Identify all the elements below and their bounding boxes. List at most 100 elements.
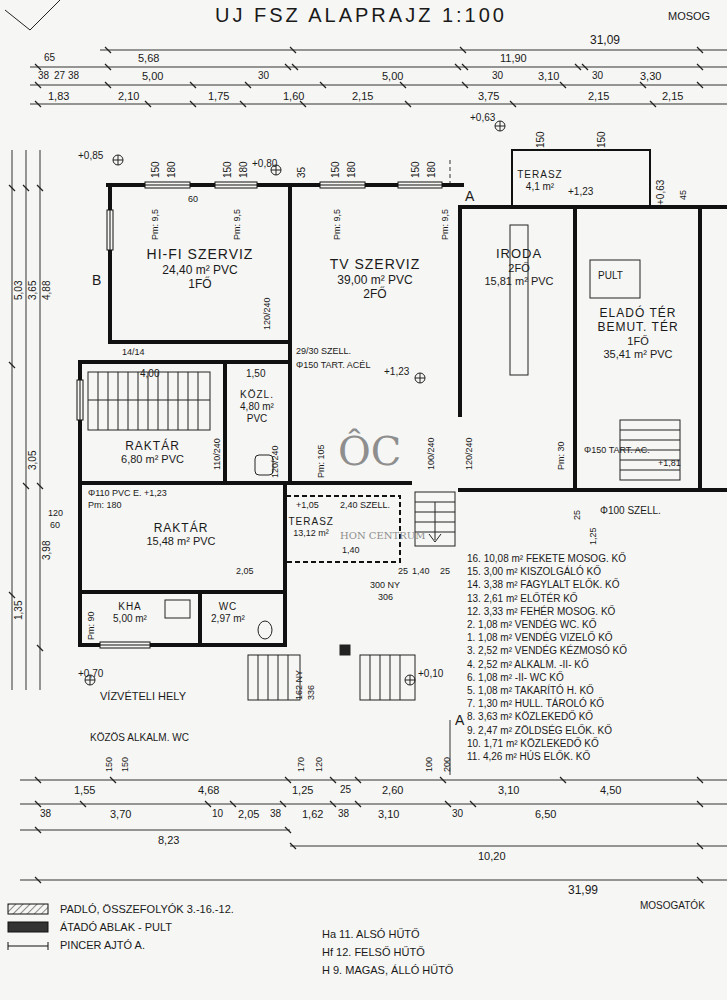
room-label: KHA5,00 m² [98, 600, 162, 626]
room-table-row: 9. 2,47 m² ZÖLDSÉG ELŐK. KŐ [467, 725, 612, 737]
room-data: 2FŐ [297, 287, 453, 301]
plan-annotation: 10 [212, 808, 223, 820]
room-table-row: 7. 1,30 m² HULL. TÁROLÓ KŐ [467, 698, 604, 710]
plan-annotation: 29/30 SZELL. [296, 346, 351, 356]
plan-annotation: 2,15 [352, 90, 373, 103]
plan-annotation: 3,10 [378, 808, 399, 821]
room-table-row: 5. 1,08 m² TAKARÍTÓ H. KŐ [467, 685, 594, 697]
room-table-row: 2. 1,08 m² VENDÉG WC. KŐ [467, 619, 596, 631]
plan-annotation: Pm: 30 [556, 441, 566, 470]
plan-annotation: +1,05 [296, 500, 319, 510]
plan-annotation: 300 NY [370, 580, 400, 590]
legend-entry: ÁTADÓ ABLAK - PULT [60, 921, 172, 934]
watermark: HON CENTRUM [340, 530, 425, 542]
plan-annotation: +0,10 [418, 668, 443, 680]
room-label: HI-FI SZERVIZ24,40 m² PVC1FŐ [115, 245, 285, 293]
room-name: TERASZ [517, 169, 563, 181]
plan-annotation: 100 [424, 757, 434, 772]
room-data: 24,40 m² PVC [117, 263, 283, 277]
plan-annotation: Φ110 PVC E. +1,23 [88, 488, 167, 498]
plan-annotation: +0,70 [78, 668, 103, 680]
room-table-row: 3. 2,52 m² VENDÉG KÉZMOSÓ KŐ [467, 645, 627, 657]
room-data: 13,12 m² [289, 528, 334, 539]
legend-text: PINCER AJTÓ A. [60, 939, 145, 951]
plan-annotation: +1,23 [384, 366, 409, 378]
plan-annotation: 180 [238, 161, 250, 178]
plan-annotation: 150 [150, 161, 162, 178]
room-table-row: 11. 4,26 m² HÚS ELŐK. KŐ [467, 751, 590, 763]
windows [77, 182, 442, 648]
plan-annotation: 1,50 [246, 368, 265, 380]
plan-annotation: 25 [398, 566, 408, 576]
plan-annotation: 162 NY [294, 670, 304, 700]
plan-annotation: Φ100 SZELL. [600, 505, 661, 517]
plan-annotation: +0,80 [252, 158, 277, 170]
plan-annotation: +0,63 [655, 180, 667, 205]
plan-annotation: 1,55 [74, 784, 95, 797]
plan-annotation: 1,75 [208, 90, 229, 103]
room-table-row: 4. 2,52 m² ALKALM. -II- KŐ [467, 659, 589, 671]
plan-annotation: +0,63 [470, 112, 495, 124]
plan-annotation: 6,50 [535, 808, 556, 821]
plan-annotation: Pm: 9,5 [150, 209, 160, 240]
plan-annotation: 3,10 [498, 784, 519, 797]
plan-annotation: 110/240 [212, 438, 222, 470]
plan-annotation: MOSOGATÓK [640, 900, 705, 912]
plan-annotation: 306 [378, 592, 393, 602]
room-data: 4,80 m² PVC [229, 401, 285, 425]
plan-annotation: 14/14 [122, 347, 145, 357]
plan-annotation: 180 [426, 161, 438, 178]
plan-annotation: 38 [68, 70, 79, 82]
plan-annotation: 30 [492, 70, 503, 82]
dimension-lines [12, 50, 727, 880]
plan-annotation: 31,09 [590, 34, 620, 48]
dimension-ticks [9, 47, 703, 883]
plan-annotation: Φ150 TART. AC. [584, 445, 650, 455]
plan-annotation: 1,40 [412, 566, 430, 576]
plan-annotation: 2,15 [662, 90, 683, 103]
plan-annotation: 3,30 [640, 70, 661, 83]
plan-annotation: 10,20 [478, 850, 506, 863]
plan-annotation: 120/240 [270, 445, 280, 478]
plan-annotation: H 9. MAGAS, ÁLLÓ HŰTŐ [322, 964, 453, 977]
legend-entry: PADLÓ, ÖSSZEFOLYÓK 3.-16.-12. [60, 903, 234, 916]
walls [80, 185, 727, 645]
plan-annotation: Pm: 9,5 [332, 209, 342, 240]
plan-annotation: 180 [166, 161, 178, 178]
plan-annotation: Pm: 180 [88, 500, 122, 510]
room-name: RAKTÁR [97, 439, 208, 453]
watermark: ÔC [338, 428, 401, 474]
plan-annotation: 38 [40, 808, 51, 820]
plan-annotation: 150 [596, 131, 608, 148]
plan-annotation: 2,05 [236, 566, 254, 576]
plan-annotation: Pm: 9,5 [440, 209, 450, 240]
room-table-row: 8. 3,63 m² KÖZLEKEDŐ KŐ [467, 711, 593, 723]
plan-annotation: 25 [440, 566, 450, 576]
legend-entry: PINCER AJTÓ A. [60, 939, 145, 952]
plan-annotation: 38 [338, 808, 349, 820]
stairs [88, 372, 680, 700]
plan-annotation: 3,70 [110, 808, 131, 821]
plan-annotation: 27 [54, 70, 65, 82]
plan-annotation: 11,90 [500, 52, 527, 65]
room-table-row: 13. 2,61 m² ELŐTÉR KŐ [467, 593, 578, 605]
plan-annotation: MOSOG [668, 10, 710, 23]
plan-annotation: 38 [38, 70, 49, 82]
room-label: IRODA2FŐ15,81 m² PVC [463, 245, 575, 289]
plan-annotation: 200 [442, 757, 452, 772]
plan-annotation: 2,40 SZELL. [340, 500, 390, 510]
plan-annotation: 60 [188, 194, 198, 204]
room-data: 1FŐ [117, 277, 283, 291]
room-label: RAKTÁR15,48 m² PVC [90, 520, 272, 550]
plan-annotation: 4,88 [41, 281, 53, 300]
plan-annotation: 150 [330, 161, 342, 178]
plan-annotation: 5,00 [382, 70, 403, 83]
plan-annotation: 2,60 [382, 784, 403, 797]
plan-annotation: 2,05 [238, 808, 259, 821]
plan-annotation: 2,15 [588, 90, 609, 103]
drawing-title: UJ FSZ ALAPRAJZ 1:100 [215, 4, 507, 27]
room-data: 4,1 m² [517, 181, 563, 193]
plan-annotation: 8,23 [158, 834, 179, 847]
room-table-row: 15. 3,00 m² KISZOLGÁLÓ KŐ [467, 566, 601, 578]
plan-annotation: 150 [120, 757, 130, 772]
